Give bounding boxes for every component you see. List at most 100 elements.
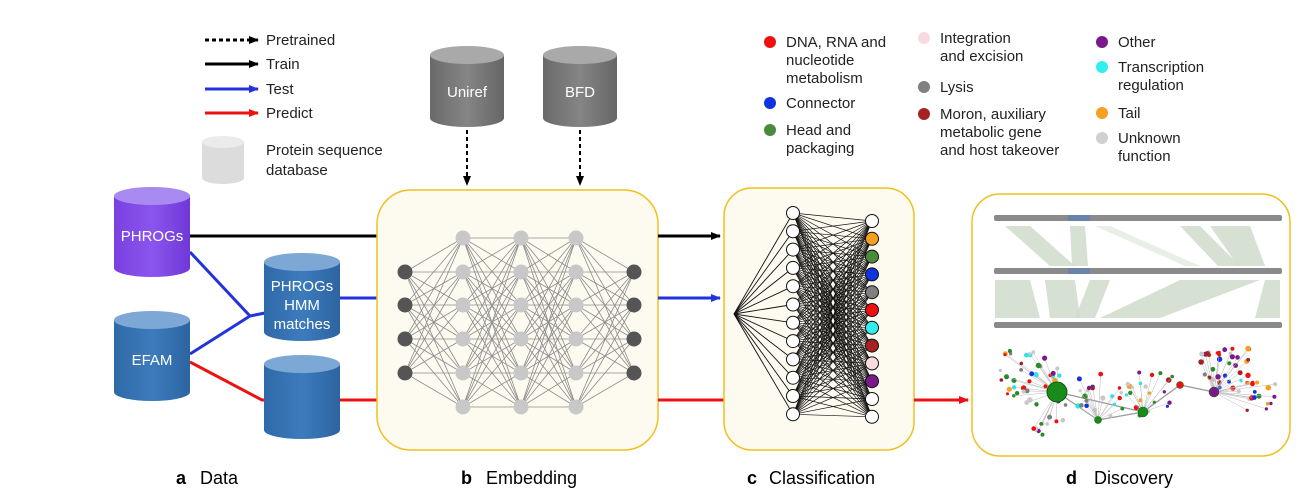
network-node: [1117, 395, 1122, 401]
classification-input-edge: [733, 231, 794, 315]
bfd-database: BFD: [543, 46, 617, 127]
network-node: [1042, 355, 1048, 361]
panel-label-d: d Discovery: [1066, 468, 1173, 488]
network-node: [1133, 405, 1139, 411]
network-node: [1098, 371, 1104, 377]
classification-edge: [792, 220, 873, 397]
category-label-line: metabolism: [786, 70, 863, 87]
genome-synteny-plot: [994, 215, 1282, 328]
classification-input-edge: [733, 267, 794, 315]
classification-network: [733, 206, 879, 424]
embedding-node: [626, 297, 642, 313]
category-label-line: metabolic gene: [940, 124, 1042, 141]
network-node: [1043, 384, 1048, 389]
network-node: [1029, 371, 1035, 377]
network-node: [1057, 373, 1062, 378]
network-edge: [1213, 391, 1275, 398]
embedding-edge: [462, 372, 522, 408]
category-color-dot: [918, 108, 930, 120]
embedding-node: [455, 264, 471, 280]
network-node: [1165, 377, 1172, 383]
hidden-node: [786, 260, 800, 275]
network-node: [999, 378, 1004, 382]
network-node: [1112, 402, 1117, 407]
embedding-node: [455, 331, 471, 347]
embedding-edge: [404, 338, 464, 374]
network-node: [1204, 351, 1210, 357]
efam-label: EFAM: [132, 352, 173, 369]
network-node: [1050, 370, 1056, 376]
classification-edge: [792, 363, 873, 415]
hmm-label-line3: matches: [274, 316, 331, 333]
panel-a-letter: a: [176, 468, 187, 488]
network-edge: [1142, 384, 1181, 413]
efam-test-line: [189, 314, 251, 356]
hmm-label-line2: HMM: [284, 297, 320, 314]
embedding-node: [397, 365, 413, 381]
category-legend-item: Other: [1096, 34, 1156, 51]
category-label-line: Lysis: [940, 79, 974, 96]
network-node: [1125, 381, 1131, 387]
network-node: [1147, 391, 1152, 395]
embedding-edge: [404, 237, 464, 273]
embedding-node: [455, 365, 471, 381]
classification-edge: [792, 380, 873, 415]
network-node: [1119, 391, 1123, 395]
network-node: [1239, 379, 1243, 383]
embedding-edge: [520, 271, 577, 408]
category-legend: DNA, RNA andnucleotidemetabolismConnecto…: [764, 30, 1204, 165]
embedding-node: [626, 264, 642, 280]
hidden-node: [786, 279, 800, 294]
network-node: [1045, 422, 1049, 426]
classification-input-edge: [733, 313, 794, 379]
panel-d-name: Discovery: [1094, 468, 1173, 488]
legend-train-label: Train: [266, 56, 300, 73]
hidden-node: [786, 352, 800, 367]
embedding-edge: [462, 237, 522, 408]
legend-predict-label: Predict: [266, 105, 314, 122]
hidden-node: [786, 389, 800, 403]
network-edge: [1087, 390, 1099, 421]
category-label-line: Other: [1118, 34, 1156, 51]
network-node: [1020, 385, 1027, 391]
network-node: [1210, 366, 1216, 372]
network-edge: [1097, 404, 1115, 421]
network-node: [1167, 400, 1172, 405]
network-node: [1011, 385, 1017, 390]
network-hub-node: [1176, 381, 1184, 389]
embedding-edge: [575, 372, 635, 408]
network-node: [1034, 402, 1039, 407]
network-node: [1246, 357, 1251, 362]
category-color-dot: [1096, 36, 1108, 48]
network-node: [1128, 390, 1133, 395]
output-node: [865, 409, 879, 424]
classification-edge: [792, 220, 873, 342]
network-node: [1130, 385, 1135, 389]
network-edge: [1213, 354, 1220, 393]
classification-input-edge: [733, 249, 794, 315]
category-color-dot: [1096, 61, 1108, 73]
network-node: [1090, 385, 1095, 391]
uniref-label: Uniref: [447, 84, 488, 101]
hidden-node: [786, 370, 800, 385]
category-color-dot: [1096, 132, 1108, 144]
classification-input-edge: [733, 285, 794, 315]
network-node: [1027, 397, 1033, 403]
embedding-edge: [575, 271, 635, 306]
network-node: [1084, 403, 1089, 409]
embedding-edge: [404, 271, 464, 374]
network-node: [1019, 361, 1024, 366]
category-label-line: Unknown: [1118, 130, 1181, 147]
database-swatch-icon: [202, 136, 244, 184]
network-node: [1078, 389, 1082, 393]
category-label-line: function: [1118, 148, 1171, 165]
embedding-node: [513, 264, 529, 280]
network-node: [1250, 381, 1255, 387]
network-edge: [1213, 391, 1248, 411]
network-node: [1237, 370, 1243, 376]
embedding-node: [397, 264, 413, 280]
network-node: [1076, 376, 1082, 382]
hmm-label-line1: PHROGs: [271, 278, 334, 295]
classification-edge: [792, 413, 873, 418]
